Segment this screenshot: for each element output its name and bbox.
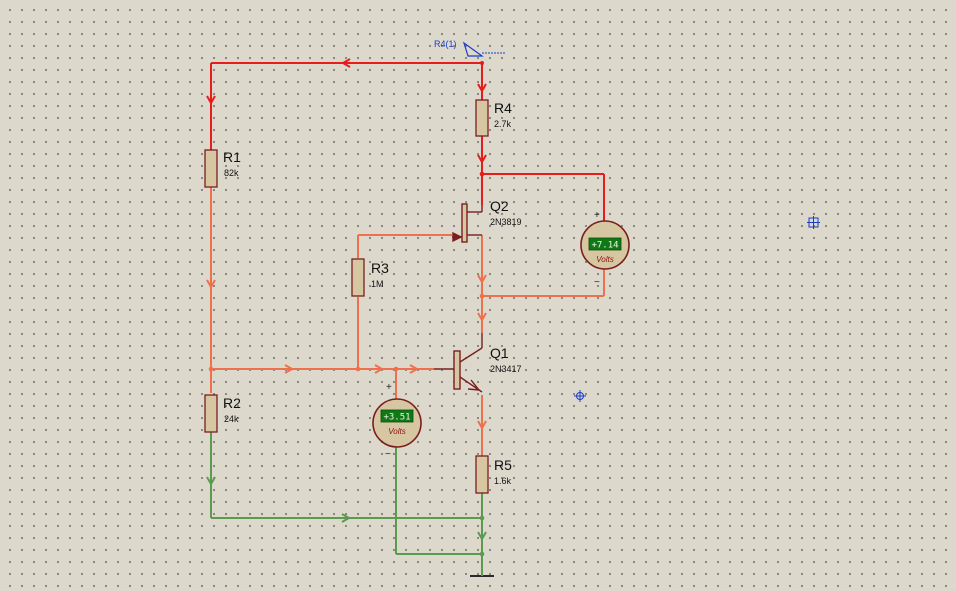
meter-reading: +7.14 xyxy=(591,241,618,251)
flow-arrow xyxy=(477,274,487,285)
component-value: 2.7k xyxy=(494,119,512,129)
jfet-q2[interactable]: Q2 2N3819 xyxy=(452,198,522,243)
flow-arrow xyxy=(477,420,487,431)
component-name: R5 xyxy=(494,457,512,473)
junction-dot xyxy=(479,515,485,521)
junction-dot xyxy=(355,366,361,372)
junction-dot xyxy=(208,366,214,372)
voltmeter-vm2[interactable]: +3.51 Volts + − xyxy=(372,382,422,460)
meter-display xyxy=(588,237,622,251)
bjt-base-bar[interactable] xyxy=(453,350,461,390)
flow-arrow xyxy=(341,513,352,523)
component-name: R2 xyxy=(223,395,241,411)
component-name: Q2 xyxy=(490,198,509,214)
component-value: 82k xyxy=(224,168,239,178)
junctions-mid xyxy=(208,293,485,372)
bjt-emitter-arrow xyxy=(467,379,481,391)
meter-display xyxy=(380,409,414,423)
component-value: 1M xyxy=(371,279,384,289)
flow-arrow xyxy=(477,154,487,165)
jfet-gate-arrow xyxy=(452,231,463,243)
component-name: R1 xyxy=(223,149,241,165)
bjt-collector-lead xyxy=(459,347,483,363)
resistor-body[interactable] xyxy=(475,99,489,137)
flow-arrow xyxy=(477,312,487,323)
resistor-r5[interactable]: R5 1.6k xyxy=(475,455,512,494)
junction-dot xyxy=(479,171,485,177)
flow-arrow xyxy=(409,364,420,374)
probe-label: R4(1) xyxy=(434,39,457,49)
origin-marker[interactable] xyxy=(807,216,820,229)
resistor-r1[interactable]: R1 82k xyxy=(204,149,241,188)
resistor-r3[interactable]: R3 1M xyxy=(351,258,389,297)
meter-unit: Volts xyxy=(596,255,614,264)
bjt-q1[interactable]: Q1 2N3417 xyxy=(434,333,522,393)
junctions xyxy=(479,61,485,177)
meter-body[interactable] xyxy=(372,398,422,448)
meter-minus-sign: − xyxy=(385,449,391,460)
ground-symbol[interactable] xyxy=(470,570,494,577)
component-value: 2N3819 xyxy=(490,217,522,227)
meter-minus-sign: − xyxy=(594,277,600,288)
flow-arrow xyxy=(206,95,216,106)
resistor-body[interactable] xyxy=(475,455,489,494)
meter-plus-sign: + xyxy=(594,210,600,221)
resistor-r4[interactable]: R4 2.7k xyxy=(475,99,512,137)
probe-icon xyxy=(462,41,484,57)
component-name: Q1 xyxy=(490,345,509,361)
component-name: R3 xyxy=(371,260,389,276)
component-value: 24k xyxy=(224,414,239,424)
wires-ground xyxy=(206,432,487,575)
junction-dot xyxy=(479,293,485,299)
flow-arrow xyxy=(206,279,216,290)
junctions-ground xyxy=(479,515,485,557)
jfet-channel[interactable] xyxy=(461,203,468,243)
voltage-probe[interactable]: R4(1) xyxy=(434,39,506,57)
resistor-body[interactable] xyxy=(351,258,365,297)
meter-plus-sign: + xyxy=(386,382,392,393)
component-value: 1.6k xyxy=(494,476,512,486)
voltmeter-vm1[interactable]: +7.14 Volts + − xyxy=(580,210,630,288)
wires-high-potential xyxy=(206,58,605,222)
flow-arrow xyxy=(340,58,351,68)
flow-arrow xyxy=(206,476,216,487)
flow-arrow xyxy=(477,531,487,542)
flow-arrow xyxy=(284,364,295,374)
resistor-body[interactable] xyxy=(204,394,218,433)
junction-dot xyxy=(393,366,399,372)
meter-unit: Volts xyxy=(388,427,406,436)
flow-arrow xyxy=(374,364,385,374)
resistor-r2[interactable]: R2 24k xyxy=(204,394,241,433)
junction-dot xyxy=(479,551,485,557)
cursor-crosshair xyxy=(574,390,586,402)
resistor-body[interactable] xyxy=(204,149,218,188)
flow-arrow xyxy=(477,83,487,94)
component-name: R4 xyxy=(494,100,512,116)
junction-dot xyxy=(480,61,484,65)
meter-reading: +3.51 xyxy=(383,413,410,423)
component-value: 2N3417 xyxy=(490,364,522,374)
